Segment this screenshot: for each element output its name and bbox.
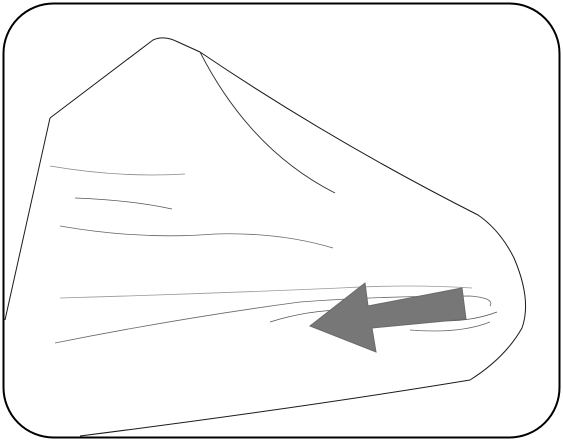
frame-border [4, 4, 560, 438]
